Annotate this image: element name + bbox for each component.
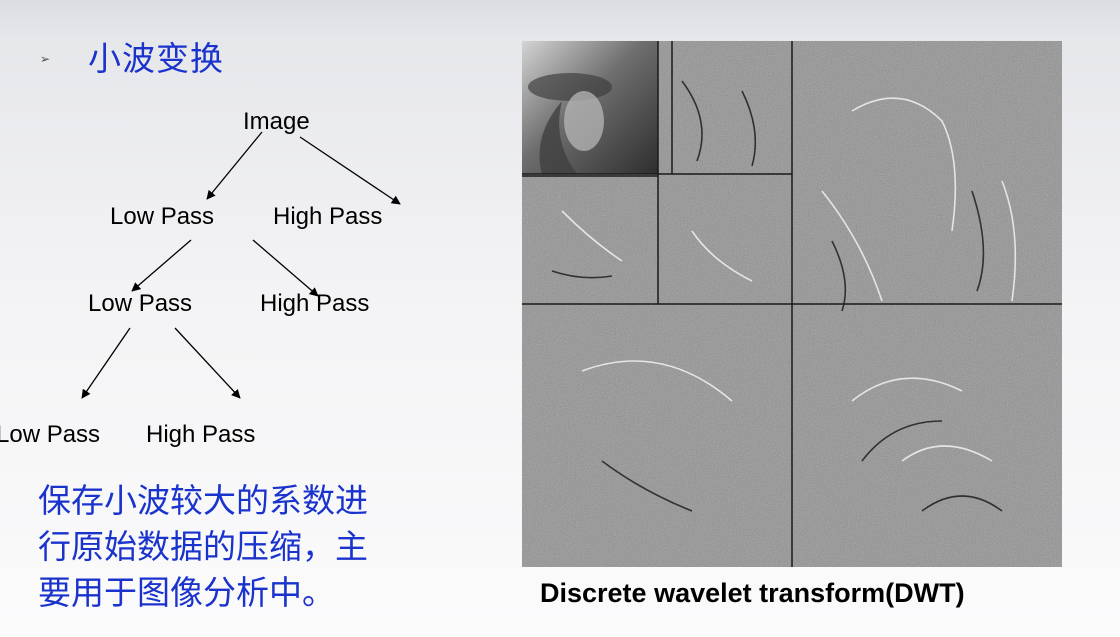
arrow-low1-to-high2 bbox=[252, 239, 319, 297]
wavelet-decomposition-tree: Image Low Pass High Pass Low Pass High P… bbox=[0, 0, 520, 470]
tree-node-low-pass-1: Low Pass bbox=[110, 203, 215, 230]
tree-arrows bbox=[81, 131, 401, 399]
dwt-caption: Discrete wavelet transform(DWT) bbox=[540, 578, 965, 608]
tree-node-low-pass-2: Low Pass bbox=[88, 290, 193, 317]
arrow-low2-to-low3 bbox=[81, 327, 131, 399]
description-line-3: 要用于图像分析中。 bbox=[38, 573, 335, 612]
approximation-subband bbox=[522, 41, 658, 174]
description-line-1: 保存小波较大的系数进 bbox=[38, 481, 368, 520]
bullet-marker: ➢ bbox=[40, 52, 51, 66]
description-line-2: 行原始数据的压缩，主 bbox=[38, 527, 368, 566]
arrow-low1-to-low2 bbox=[131, 239, 192, 292]
description-text: 保存小波较大的系数进 行原始数据的压缩，主 要用于图像分析中。 bbox=[38, 478, 458, 616]
arrow-root-to-low bbox=[206, 131, 263, 200]
tree-node-image: Image bbox=[243, 108, 310, 135]
slide-heading: 小波变换 bbox=[88, 39, 224, 78]
tree-node-low-pass-3: Low Pass bbox=[0, 421, 101, 448]
tree-node-high-pass-1: High Pass bbox=[273, 203, 383, 230]
arrow-root-to-high bbox=[299, 136, 401, 205]
detail-edges-dark bbox=[551, 80, 1003, 512]
detail-edges-light bbox=[561, 97, 1017, 462]
arrow-low2-to-high3 bbox=[174, 327, 241, 399]
dwt-subbands bbox=[522, 41, 1062, 567]
subband-grid bbox=[522, 41, 1062, 567]
dwt-image bbox=[522, 41, 1062, 567]
tree-node-high-pass-3: High Pass bbox=[146, 421, 256, 448]
tree-node-high-pass-2: High Pass bbox=[260, 290, 370, 317]
